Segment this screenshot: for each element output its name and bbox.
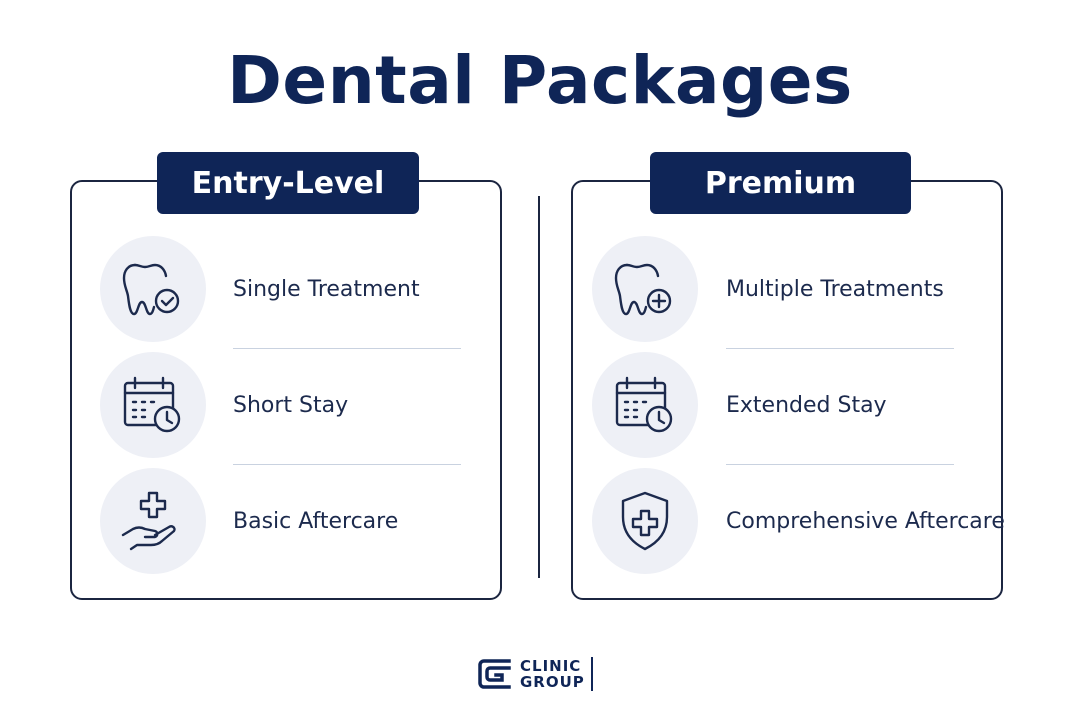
item-separator xyxy=(726,348,954,349)
shield-cross-icon xyxy=(592,468,698,574)
logo-mark-icon xyxy=(478,659,511,689)
logo-divider xyxy=(590,657,593,691)
hand-cross-icon xyxy=(100,468,206,574)
clinic-group-logo: CLINIC GROUP xyxy=(476,654,593,694)
calendar-clock-icon xyxy=(100,352,206,458)
entry-level-badge: Entry-Level xyxy=(157,152,419,214)
item-label: Short Stay xyxy=(233,393,349,418)
vertical-divider xyxy=(538,196,540,578)
calendar-clock-icon xyxy=(592,352,698,458)
tooth-check-icon xyxy=(100,236,206,342)
logo-line-2: GROUP xyxy=(520,673,585,691)
item-separator xyxy=(726,464,954,465)
item-label: Comprehensive Aftercare xyxy=(726,509,1005,534)
logo-line-1: CLINIC xyxy=(520,657,582,675)
item-label: Single Treatment xyxy=(233,277,420,302)
logo-text: CLINIC GROUP xyxy=(520,658,585,690)
item-label: Basic Aftercare xyxy=(233,509,399,534)
item-separator xyxy=(233,464,461,465)
premium-badge: Premium xyxy=(650,152,911,214)
item-label: Extended Stay xyxy=(726,393,887,418)
page-title: Dental Packages xyxy=(227,42,853,119)
tooth-plus-icon xyxy=(592,236,698,342)
item-label: Multiple Treatments xyxy=(726,277,944,302)
item-separator xyxy=(233,348,461,349)
